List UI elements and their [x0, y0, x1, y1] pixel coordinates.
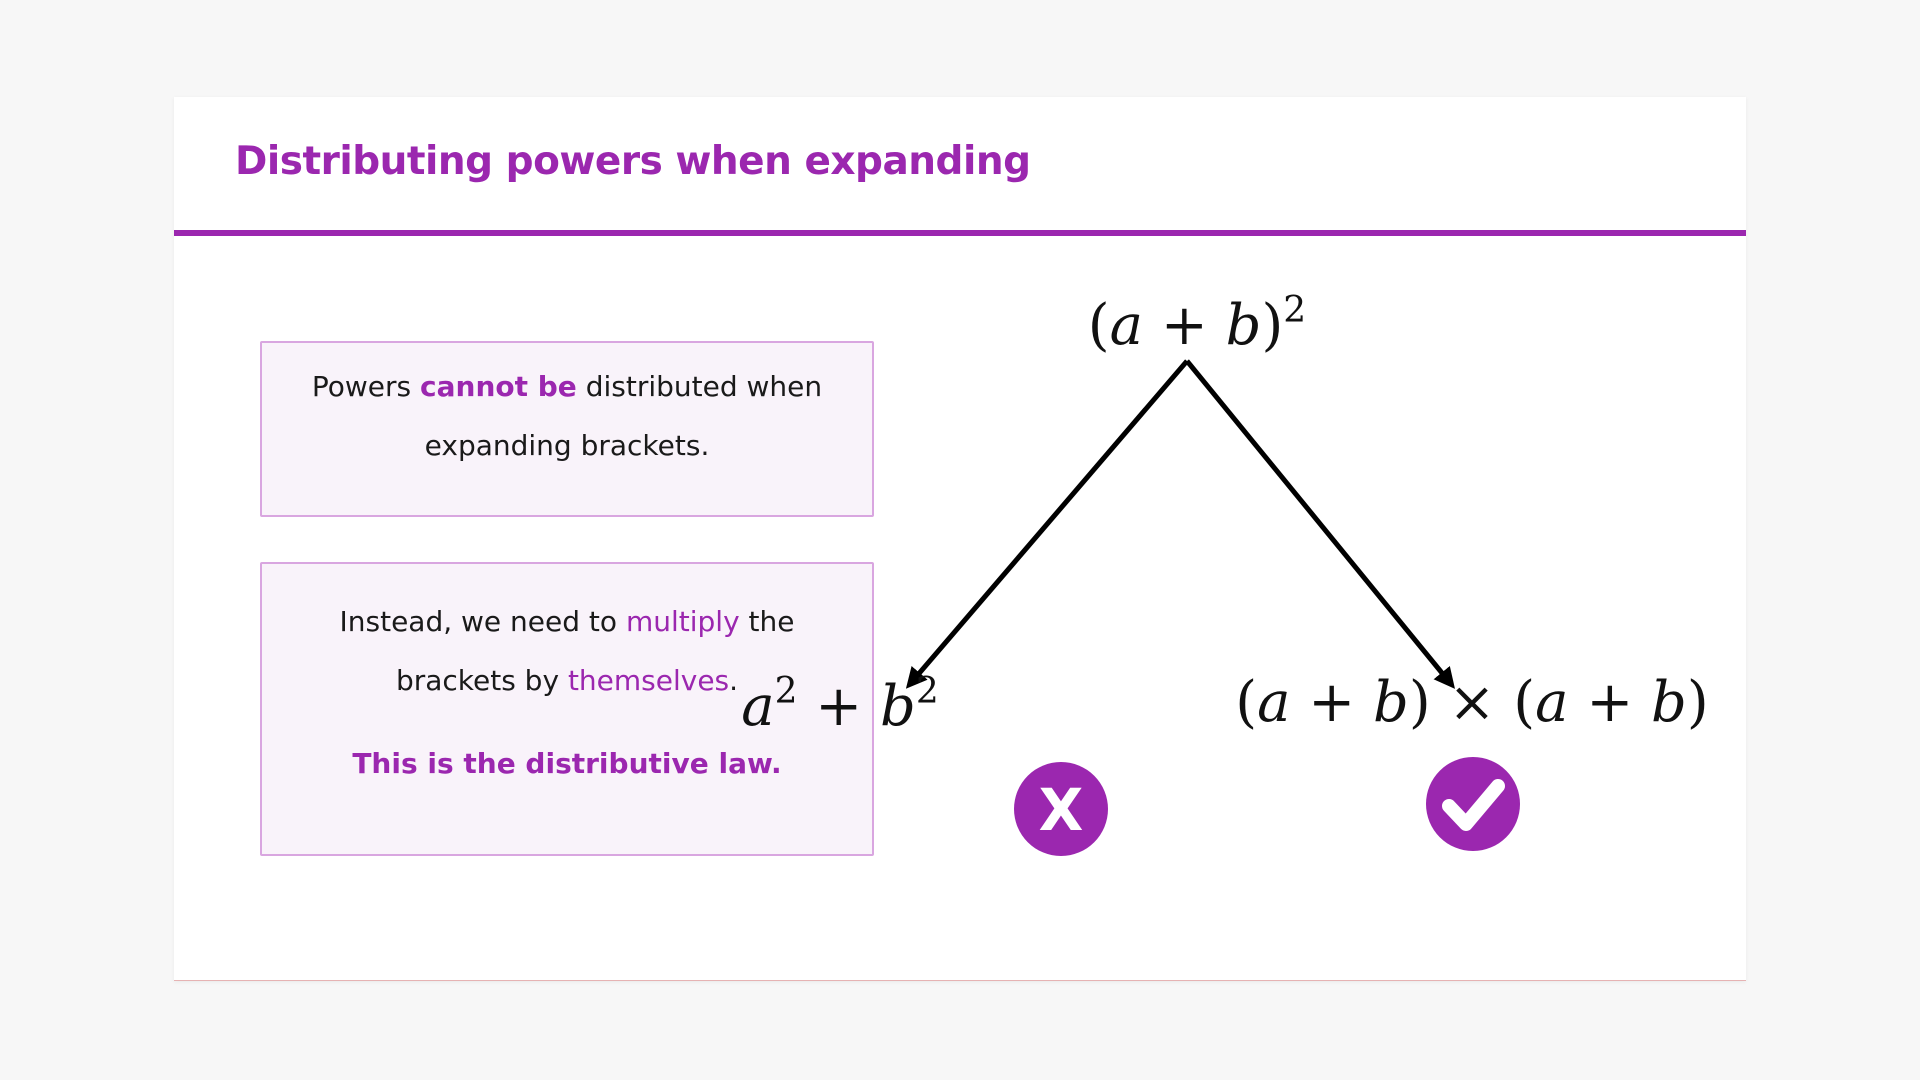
wrong-mark: X: [1014, 762, 1108, 856]
top-expression: (a + b)2: [1088, 290, 1306, 358]
top-var-a: a: [1110, 293, 1143, 358]
correct-expression: (a + b) × (a + b): [1235, 670, 1709, 735]
slide: Distributing powers when expanding Power…: [174, 97, 1746, 981]
expansion-diagram: (a + b)2 a2 + b2 (a + b) × (a + b) X: [741, 290, 1709, 856]
distributive-law-statement: This is the distributive law.: [352, 747, 782, 780]
right-close-paren-1: ): [1409, 670, 1431, 735]
correct-mark-circle: [1426, 757, 1520, 851]
box2-themselves: themselves: [567, 664, 730, 697]
wrong-plus: +: [798, 674, 881, 739]
wrong-var-b: b: [880, 674, 916, 739]
right-open-paren-2: (: [1513, 670, 1535, 735]
box2-part2: the brackets by: [395, 605, 795, 697]
box2-multiply: multiply: [625, 605, 740, 638]
arrow-to-wrong: [905, 359, 1189, 689]
slide-title: Distributing powers when expanding: [235, 139, 1031, 184]
right-close-paren-2: ): [1687, 670, 1709, 735]
wrong-expression: a2 + b2: [741, 671, 939, 739]
box2-part3: .: [729, 664, 739, 697]
right-times: ×: [1431, 670, 1514, 735]
info-box-cannot-distribute: Powers cannot be distributed when expand…: [260, 341, 874, 517]
cross-icon: X: [1039, 776, 1084, 844]
right-var-a-2: a: [1535, 670, 1568, 735]
right-var-b-2: b: [1651, 670, 1687, 735]
box2-sentence: Instead, we need to multiply the bracket…: [292, 592, 842, 710]
top-var-b: b: [1226, 293, 1262, 358]
right-plus-1: +: [1290, 670, 1373, 735]
info-box-multiply-brackets: Instead, we need to multiply the bracket…: [260, 562, 874, 856]
wrong-a-exponent: 2: [775, 671, 798, 712]
arrow-to-right: [1185, 359, 1455, 689]
right-plus-2: +: [1569, 670, 1652, 735]
correct-mark: [1426, 757, 1520, 851]
top-exponent: 2: [1283, 290, 1306, 331]
title-underline: [174, 230, 1746, 236]
box1-text-before: Powers: [311, 370, 421, 403]
check-icon: [1442, 779, 1505, 831]
wrong-b-exponent: 2: [916, 671, 939, 712]
box2-part1: Instead, we need to: [339, 605, 626, 638]
box1-text-after: distributed when expanding brackets.: [424, 370, 823, 462]
right-var-a-1: a: [1257, 670, 1290, 735]
wrong-mark-circle: [1014, 762, 1108, 856]
top-close-paren: ): [1261, 293, 1283, 358]
box1-emphasis: cannot be: [420, 370, 577, 403]
top-open-paren: (: [1088, 293, 1110, 358]
right-var-b-1: b: [1373, 670, 1409, 735]
right-open-paren-1: (: [1235, 670, 1257, 735]
wrong-var-a: a: [741, 674, 774, 739]
top-plus: +: [1143, 293, 1226, 358]
